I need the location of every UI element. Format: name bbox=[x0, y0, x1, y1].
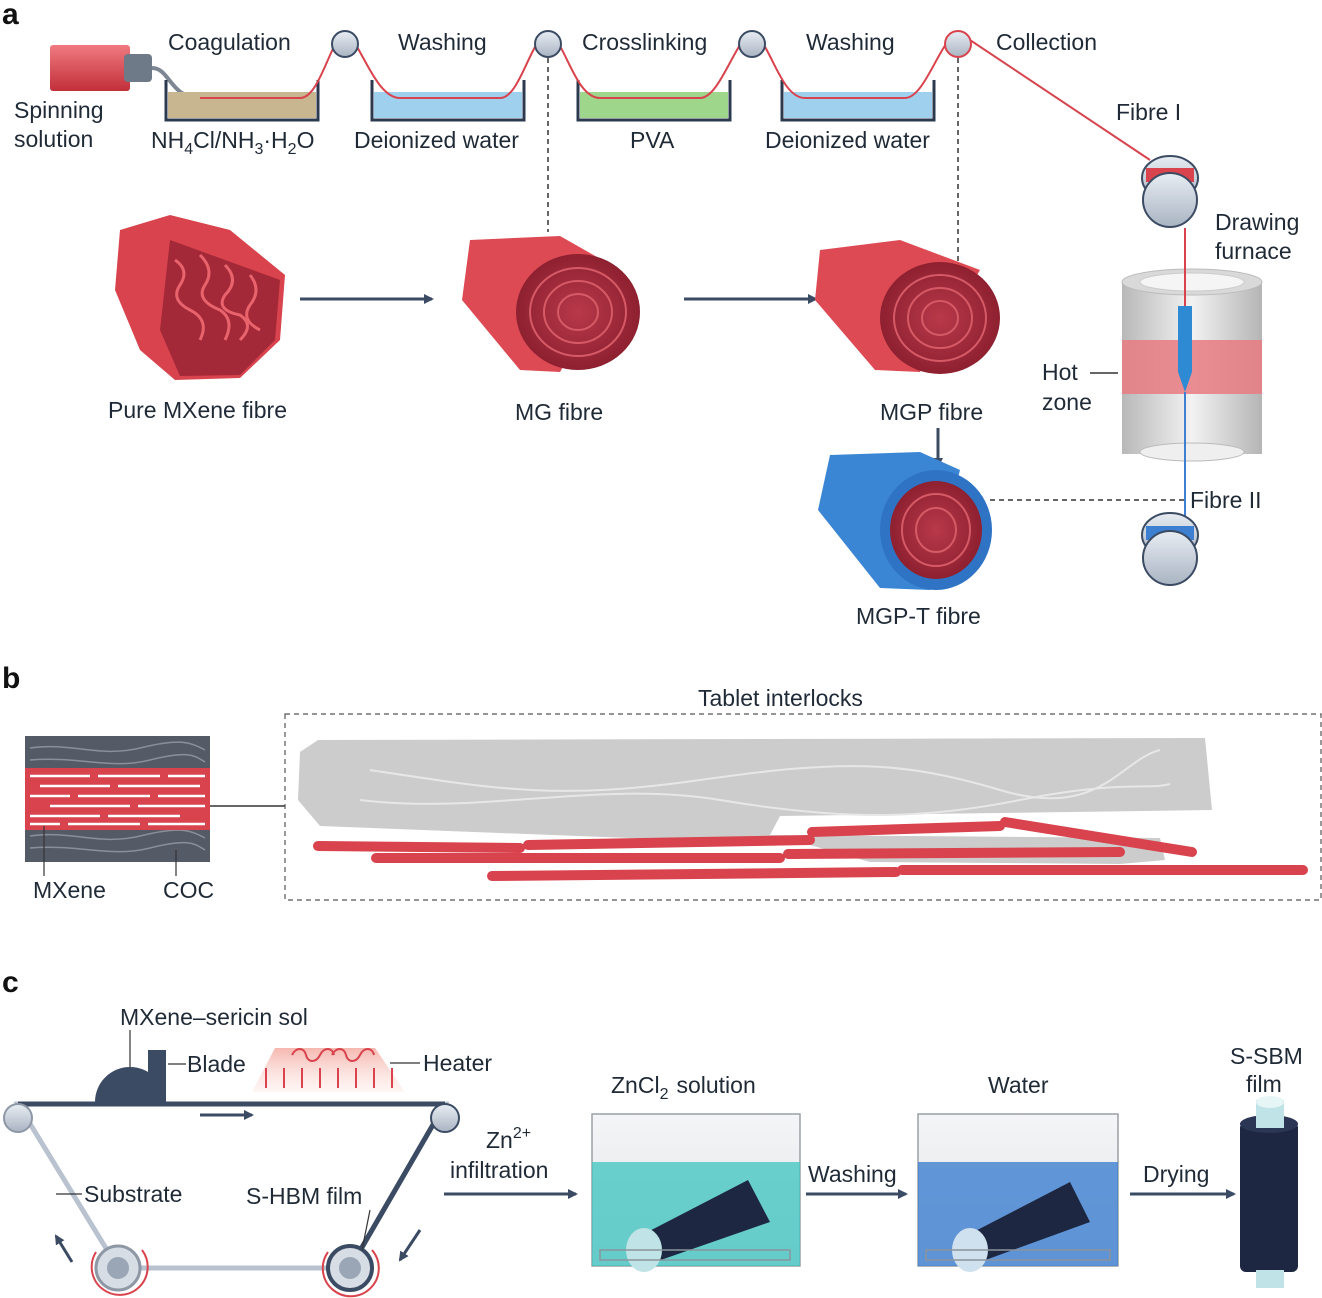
zn-label: Zn2+ bbox=[486, 1125, 531, 1153]
zncl-tank bbox=[591, 1113, 801, 1272]
roller bbox=[534, 30, 562, 58]
substrate-label: Substrate bbox=[84, 1181, 182, 1207]
mgp-fibre-illustration bbox=[815, 240, 1000, 374]
heater-label: Heater bbox=[423, 1050, 492, 1076]
water-label: Water bbox=[988, 1072, 1049, 1098]
fibre-label-mg: MG fibre bbox=[515, 399, 603, 425]
bath-label-pva: PVA bbox=[630, 127, 675, 153]
panel-a-letter: a bbox=[2, 0, 19, 31]
fibre-i-label: Fibre I bbox=[1116, 99, 1181, 125]
bath-crosslinking bbox=[576, 80, 732, 122]
drying-label: Drying bbox=[1143, 1161, 1209, 1187]
fibre-label-pure-mxene: Pure MXene fibre bbox=[108, 397, 287, 423]
spinning-label-2: solution bbox=[14, 126, 93, 152]
infiltration-label: infiltration bbox=[450, 1157, 548, 1183]
coating-conveyor bbox=[3, 1050, 460, 1298]
ssbm-label-2: film bbox=[1246, 1071, 1282, 1097]
fibre-label-mgp-t: MGP-T fibre bbox=[856, 603, 981, 629]
drawing-furnace-label-2: furnace bbox=[1215, 238, 1292, 264]
mgp-t-fibre-illustration bbox=[818, 452, 992, 590]
hot-zone-label-1: Hot bbox=[1042, 359, 1078, 385]
bath-coagulation bbox=[164, 80, 320, 122]
panel-b-letter: b bbox=[2, 662, 20, 695]
fibre-label-mgp: MGP fibre bbox=[880, 399, 983, 425]
bath-washing-2 bbox=[780, 80, 936, 122]
step-washing-2: Washing bbox=[806, 29, 895, 55]
blade-label: Blade bbox=[187, 1051, 246, 1077]
heater-illustration bbox=[252, 1048, 405, 1092]
ssbm-label-1: S-SBM bbox=[1230, 1043, 1303, 1069]
roller bbox=[738, 30, 766, 58]
tablet-interlocks-illustration bbox=[298, 738, 1308, 881]
shbm-label: S-HBM film bbox=[246, 1183, 362, 1209]
water-tank bbox=[917, 1113, 1119, 1272]
roller bbox=[944, 30, 972, 58]
step-collection: Collection bbox=[996, 29, 1097, 55]
coc-label: COC bbox=[163, 877, 214, 903]
panel-c-letter: c bbox=[2, 966, 19, 999]
bath-washing-1 bbox=[370, 80, 526, 122]
sol-label: MXene–sericin sol bbox=[120, 1004, 308, 1030]
spool-fibre-ii bbox=[1141, 512, 1199, 586]
washing-label: Washing bbox=[808, 1161, 897, 1187]
spool-fibre-i bbox=[1141, 155, 1199, 228]
hot-zone-label-2: zone bbox=[1042, 389, 1092, 415]
shbm-pointer bbox=[361, 1209, 371, 1251]
cross-section-inset bbox=[25, 736, 210, 862]
step-crosslinking: Crosslinking bbox=[582, 29, 707, 55]
tablet-interlocks-box bbox=[284, 713, 1322, 901]
drawing-furnace-label-1: Drawing bbox=[1215, 209, 1299, 235]
mxene-label: MXene bbox=[33, 877, 106, 903]
tablet-interlocks-title: Tablet interlocks bbox=[698, 685, 863, 711]
bath-label-washing-1: Deionized water bbox=[354, 127, 519, 153]
mg-fibre-illustration bbox=[462, 236, 640, 372]
fibre-ii-label: Fibre II bbox=[1190, 487, 1262, 513]
roller bbox=[331, 30, 359, 58]
drawing-furnace bbox=[1121, 228, 1263, 522]
pure-mxene-fibre-illustration bbox=[115, 215, 285, 380]
spinning-label-1: Spinning bbox=[14, 97, 104, 123]
bath-label-washing-2: Deionized water bbox=[765, 127, 930, 153]
bath-label-coagulation: NH4Cl/NH3·H2O bbox=[151, 127, 314, 158]
step-coagulation: Coagulation bbox=[168, 29, 291, 55]
step-washing-1: Washing bbox=[398, 29, 487, 55]
ssbm-film-roll bbox=[1240, 1096, 1298, 1288]
